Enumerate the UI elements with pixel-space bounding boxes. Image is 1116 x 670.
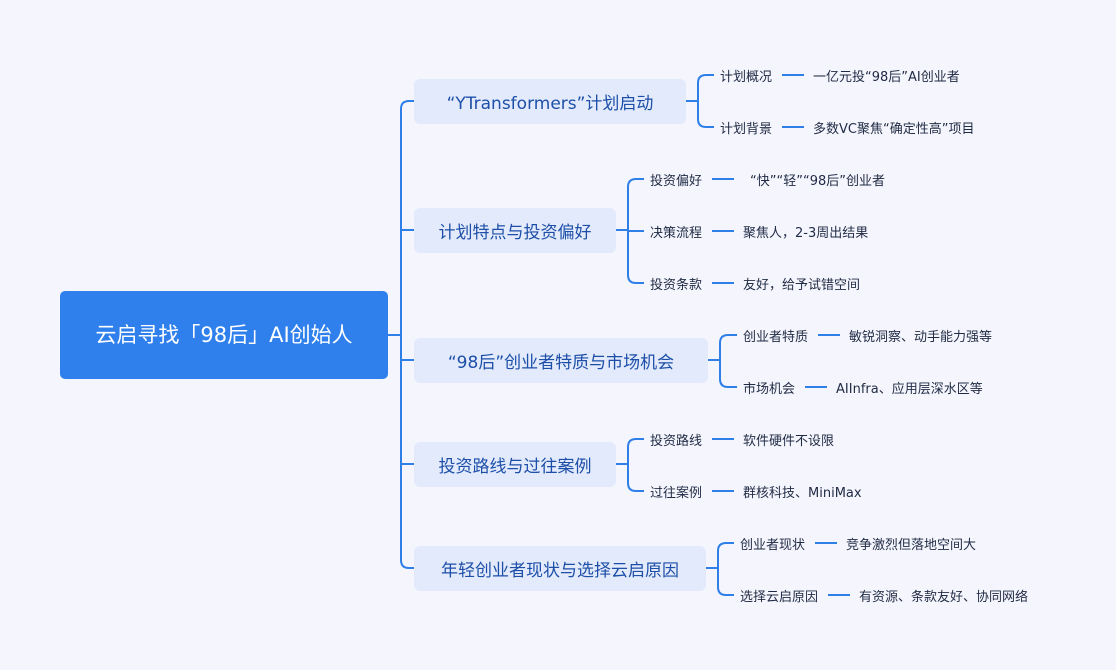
leaf-value: 多数VC聚焦“确定性高”项目 <box>813 121 975 137</box>
leaf-value: 群核科技、MiniMax <box>743 485 862 501</box>
leaf-decision-process[interactable]: 决策流程 聚焦人，2-3周出结果 <box>650 221 868 241</box>
leaf-founder-traits[interactable]: 创业者特质 敏锐洞察、动手能力强等 <box>743 325 992 345</box>
branch-ytransformers-launch[interactable]: “YTransformers”计划启动 <box>414 79 686 124</box>
leaf-plan-background[interactable]: 计划背景 多数VC聚焦“确定性高”项目 <box>720 117 974 137</box>
branch-label: 投资路线与过往案例 <box>438 457 592 477</box>
leaf-value: 聚焦人，2-3周出结果 <box>743 225 869 241</box>
leaf-reasons-choose-yunqi[interactable]: 选择云启原因 有资源、条款友好、协同网络 <box>740 585 1028 605</box>
leaf-past-cases[interactable]: 过往案例 群核科技、MiniMax <box>650 481 862 501</box>
branch-label: 年轻创业者现状与选择云启原因 <box>441 561 679 581</box>
leaf-value: 敏锐洞察、动手能力强等 <box>849 329 993 345</box>
leaf-label: 投资偏好 <box>650 173 703 189</box>
branch-investment-routes-cases[interactable]: 投资路线与过往案例 <box>414 442 616 487</box>
leaf-connector <box>805 386 828 388</box>
leaf-connector <box>712 490 735 492</box>
leaf-investment-preference[interactable]: 投资偏好 “快”“轻”“98后”创业者 <box>650 169 885 189</box>
leaf-label: 选择云启原因 <box>740 589 819 605</box>
branch-founder-traits-market[interactable]: “98后”创业者特质与市场机会 <box>414 338 708 383</box>
leaf-connector <box>818 334 841 336</box>
leaf-value: AIInfra、应用层深水区等 <box>836 381 983 397</box>
root-node[interactable]: 云启寻找「98后」AI创始人 <box>60 291 388 379</box>
branch-label: 计划特点与投资偏好 <box>438 223 592 243</box>
leaf-connector <box>828 594 851 596</box>
leaf-connector <box>815 542 838 544</box>
leaf-label: 投资条款 <box>650 277 703 293</box>
leaf-connector <box>712 178 735 180</box>
leaf-value: 一亿元投“98后”AI创业者 <box>813 69 960 85</box>
leaf-founder-status[interactable]: 创业者现状 竞争激烈但落地空间大 <box>740 533 976 553</box>
branch-label: “YTransformers”计划启动 <box>446 94 654 114</box>
leaf-market-opportunity[interactable]: 市场机会 AIInfra、应用层深水区等 <box>743 377 983 397</box>
root-title: 云启寻找「98后」AI创始人 <box>95 323 353 347</box>
leaf-label: 投资路线 <box>650 433 703 449</box>
leaf-connector <box>712 230 735 232</box>
leaf-label: 决策流程 <box>650 225 703 241</box>
leaf-value: 软件硬件不设限 <box>743 433 835 449</box>
leaf-label: 创业者现状 <box>740 537 806 553</box>
leaf-label: 计划概况 <box>720 69 773 85</box>
leaf-value: 有资源、条款友好、协同网络 <box>859 589 1029 605</box>
leaf-connector <box>712 438 735 440</box>
branch-plan-features[interactable]: 计划特点与投资偏好 <box>414 208 616 253</box>
leaf-connector <box>712 282 735 284</box>
leaf-plan-overview[interactable]: 计划概况 一亿元投“98后”AI创业者 <box>720 65 960 85</box>
leaf-value: “快”“轻”“98后”创业者 <box>750 173 885 189</box>
leaf-label: 过往案例 <box>650 485 703 501</box>
branch-label: “98后”创业者特质与市场机会 <box>447 353 675 373</box>
leaf-value: 竞争激烈但落地空间大 <box>846 537 977 553</box>
leaf-label: 创业者特质 <box>743 329 809 345</box>
leaf-label: 市场机会 <box>743 381 796 397</box>
leaf-investment-terms[interactable]: 投资条款 友好，给予试错空间 <box>650 273 860 293</box>
leaf-connector <box>782 74 805 76</box>
leaf-investment-route[interactable]: 投资路线 软件硬件不设限 <box>650 429 834 449</box>
leaf-label: 计划背景 <box>720 121 773 137</box>
leaf-connector <box>782 126 805 128</box>
leaf-value: 友好，给予试错空间 <box>743 277 861 293</box>
branch-founder-status-reasons[interactable]: 年轻创业者现状与选择云启原因 <box>414 546 706 591</box>
